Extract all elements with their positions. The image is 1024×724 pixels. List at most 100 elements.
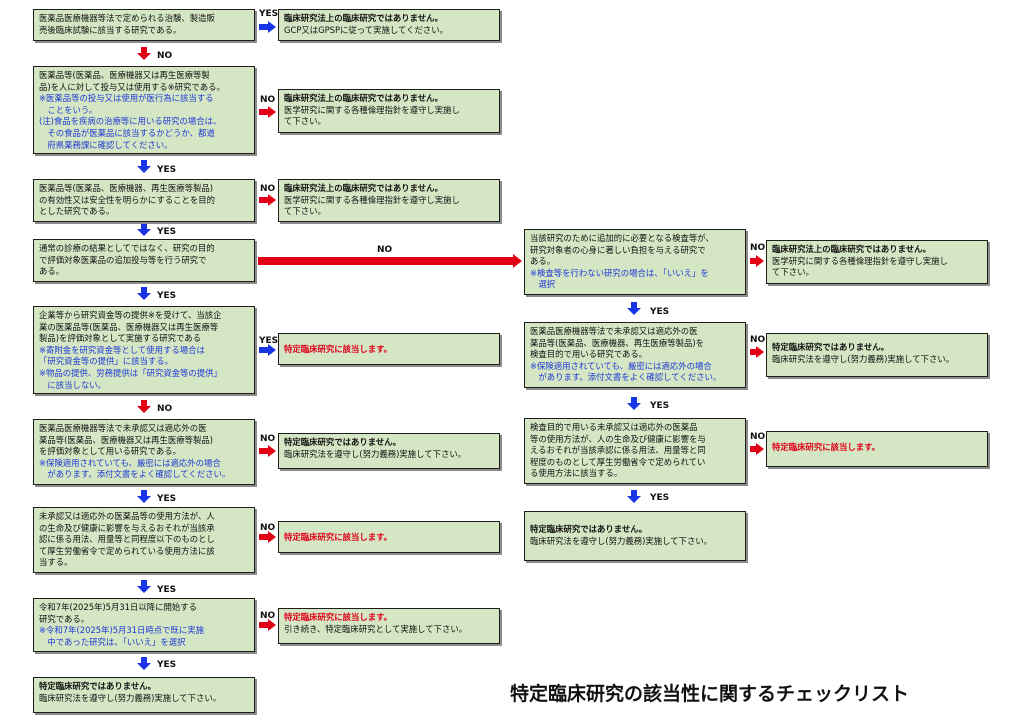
q6-line-3: を評価対象として用いる研究である。 <box>39 446 182 457</box>
q2-note-3: (注)食品を疾病の治療等に用いる研究の場合は、 <box>39 116 222 127</box>
r12-line-1: 特定臨床研究に該当します。 <box>772 442 881 452</box>
q11-note-1: ※保険適用されていても、厳密には適応外の場合 <box>530 360 712 371</box>
r2-line-2: 医学研究に関する各種倫理指針を遵守し実施し <box>284 104 460 115</box>
r10-line-3: て下さい。 <box>772 267 814 278</box>
q6-line-2: 薬品等(医薬品、医療機器又は再生医療等製品) <box>39 434 214 445</box>
result-13-box: 特定臨床研究ではありません。 臨床研究法を遵守し(努力義務)実施して下さい。 <box>524 511 746 561</box>
q11-line-1: 医薬品医療機器等法で未承認又は適応外の医 <box>530 326 698 336</box>
q11-line-3: 検査目的で用いる研究である。 <box>530 349 648 360</box>
q3-line-1: 医薬品等(医薬品、医療機器、再生医療等製品) <box>39 183 214 193</box>
result-12-box: 特定臨床研究に該当します。 <box>766 431 988 467</box>
arrow-yes-q1 <box>259 21 276 33</box>
r7-line-1: 特定臨床研究に該当します。 <box>284 532 393 542</box>
arrow-no-q2 <box>259 106 276 118</box>
r10-line-2: 医学研究に関する各種倫理指針を遵守し実施し <box>772 255 948 266</box>
question-11-box: 医薬品医療機器等法で未承認又は適応外の医 薬品等(医薬品、医療機器、再生医療等製… <box>524 322 746 388</box>
r9-line-1: 臨床研究法を遵守し(努力義務)実施して下さい。 <box>39 692 222 703</box>
label-no-q11: NO <box>750 335 766 345</box>
q2-note-4: その食品が医薬品に該当するかどうか、都道 <box>39 127 215 138</box>
r8-title: 特定臨床研究に該当します。 <box>284 612 393 622</box>
arrow-yes-q8 <box>137 657 151 670</box>
q12-line-5: る使用方法に該当する。 <box>530 468 623 479</box>
result-7-box: 特定臨床研究に該当します。 <box>278 521 500 553</box>
label-yes-q10: YES <box>650 307 670 317</box>
arrow-yes-q3 <box>137 223 151 236</box>
label-no-q12: NO <box>750 432 766 442</box>
q5-note-2: 「研究資金等の提供」に該当する。 <box>39 356 173 367</box>
arrow-no-q12 <box>750 443 764 455</box>
arrow-no-q6 <box>259 445 276 457</box>
label-no-q10: NO <box>750 243 766 253</box>
q10-note-2: 選択 <box>530 279 556 290</box>
q7-line-1: 未承認又は適応外の医薬品等の使用方法が、人 <box>39 511 215 521</box>
q11-line-2: 薬品等(医薬品、医療機器、再生医療等製品)を <box>530 337 705 348</box>
label-yes-q3: YES <box>157 227 177 237</box>
q4-line-3: ある。 <box>39 266 65 277</box>
q7-line-4: て厚生労働省令で定められている使用方法に該 <box>39 545 215 556</box>
r3-line-2: 医学研究に関する各種倫理指針を遵守し実施し <box>284 194 460 205</box>
label-no-q4: NO <box>377 245 393 255</box>
result-1-box: 臨床研究法上の臨床研究ではありません。 GCP又はGPSPに従って実施してくださ… <box>278 9 500 41</box>
result-6-box: 特定臨床研究ではありません。 臨床研究法を遵守し(努力義務)実施して下さい。 <box>278 433 500 469</box>
label-no-q5: NO <box>157 404 173 414</box>
arrow-no-q4 <box>258 254 522 268</box>
r2-line-1: 臨床研究法上の臨床研究ではありません。 <box>284 93 443 103</box>
r6-line-1: 臨床研究法を遵守し(努力義務)実施して下さい。 <box>284 448 467 459</box>
label-yes-q12: YES <box>650 493 670 503</box>
r13-title: 特定臨床研究ではありません。 <box>530 524 647 534</box>
question-6-box: 医薬品医療機器等法で未承認又は適応外の医 薬品等(医薬品、医療機器又は再生医療等… <box>33 419 255 485</box>
result-2-box: 臨床研究法上の臨床研究ではありません。 医学研究に関する各種倫理指針を遵守し実施… <box>278 89 500 133</box>
label-yes-q5: YES <box>259 336 279 346</box>
label-yes-q6: YES <box>157 494 177 504</box>
arrow-no-q11 <box>750 346 764 358</box>
label-yes-q7: YES <box>157 585 177 595</box>
label-no-q2: NO <box>260 95 276 105</box>
arrow-no-q3 <box>259 194 276 206</box>
r3-line-1: 臨床研究法上の臨床研究ではありません。 <box>284 183 443 193</box>
r3-line-3: て下さい。 <box>284 206 326 217</box>
q7-line-3: 認に係る用法、用量等と同程度以下のものとし <box>39 534 215 545</box>
label-no-q7: NO <box>260 523 276 533</box>
q8-note-1: ※令和7年(2025年)5月31日時点で既に実施 <box>39 625 205 636</box>
q2-note-1: ※医薬品等の投与又は使用が医行為に該当する <box>39 93 214 104</box>
arrow-yes-q10 <box>627 302 641 315</box>
result-8-box: 特定臨床研究に該当します。 引き続き、特定臨床研究として実施して下さい。 <box>278 608 500 644</box>
question-1-box: 医薬品医療機器等法で定められる治験、製造販 売後臨床試験に該当する研究である。 <box>33 9 255 41</box>
label-yes-q1: YES <box>259 9 279 19</box>
q12-line-3: えるおそれが当該承認に係る用法、用量等と同 <box>530 445 706 456</box>
arrow-yes-q7 <box>137 580 151 593</box>
q12-line-4: 程度のものとして厚生労働省令で定められてい <box>530 456 706 467</box>
question-8-box: 令和7年(2025年)5月31日以降に開始する 研究である。 ※令和7年(202… <box>33 598 255 652</box>
r13-line-1: 臨床研究法を遵守し(努力義務)実施して下さい。 <box>530 535 713 546</box>
q10-line-2: 研究対象者の心身に著しい負担を与える研究で <box>530 244 706 255</box>
question-5-box: 企業等から研究資金等の提供※を受けて、当該企 業の医薬品等(医薬品、医療機器又は… <box>33 306 255 394</box>
question-2-box: 医薬品等(医薬品、医療機器又は再生医療等製 品)を人に対して投与又は使用する※研… <box>33 66 255 154</box>
q5-note-3: ※物品の提供、労務提供は「研究資金等の提供」 <box>39 367 222 378</box>
arrow-no-q10 <box>750 255 764 267</box>
q5-note-1: ※寄附金を研究資金等として使用する場合は <box>39 344 205 355</box>
q2-line-2: 品)を人に対して投与又は使用する※研究である。 <box>39 81 225 92</box>
q8-line-2: 研究である。 <box>39 613 90 624</box>
q4-line-2: で評価対象医薬品の追加投与等を行う研究で <box>39 254 207 265</box>
r11-title: 特定臨床研究ではありません。 <box>772 342 889 352</box>
r10-line-1: 臨床研究法上の臨床研究ではありません。 <box>772 244 931 254</box>
arrow-yes-q2 <box>137 160 151 173</box>
question-10-box: 当該研究のために追加的に必要となる検査等が、 研究対象者の心身に著しい負担を与え… <box>524 229 746 295</box>
r2-line-3: て下さい。 <box>284 116 326 127</box>
q3-line-2: の有効性又は安全性を明らかにすることを目的 <box>39 194 215 205</box>
arrow-no-q1 <box>137 47 151 60</box>
q5-note-4: に該当しない。 <box>39 379 106 390</box>
label-yes-q8: YES <box>157 660 177 670</box>
label-yes-q11: YES <box>650 401 670 411</box>
label-no-q1: NO <box>157 51 173 61</box>
question-12-box: 検査目的で用いる未承認又は適応外の医薬品 等の使用方法が、人の生命及び健康に影響… <box>524 418 746 484</box>
arrow-yes-q4 <box>137 287 151 300</box>
q4-line-1: 通常の診療の結果としてではなく、研究の目的 <box>39 243 215 253</box>
arrow-yes-q12 <box>627 490 641 503</box>
label-yes-q4: YES <box>157 291 177 301</box>
q2-line-1: 医薬品等(医薬品、医療機器又は再生医療等製 <box>39 70 210 80</box>
q2-note-2: ことをいう。 <box>39 104 98 115</box>
question-7-box: 未承認又は適応外の医薬品等の使用方法が、人 の生命及び健康に影響を与えるおそれが… <box>33 507 255 573</box>
result-11-box: 特定臨床研究ではありません。 臨床研究法を遵守し(努力義務)実施して下さい。 <box>766 333 988 377</box>
q6-note-2: があります。添付文書をよく確認してください。 <box>39 469 231 480</box>
